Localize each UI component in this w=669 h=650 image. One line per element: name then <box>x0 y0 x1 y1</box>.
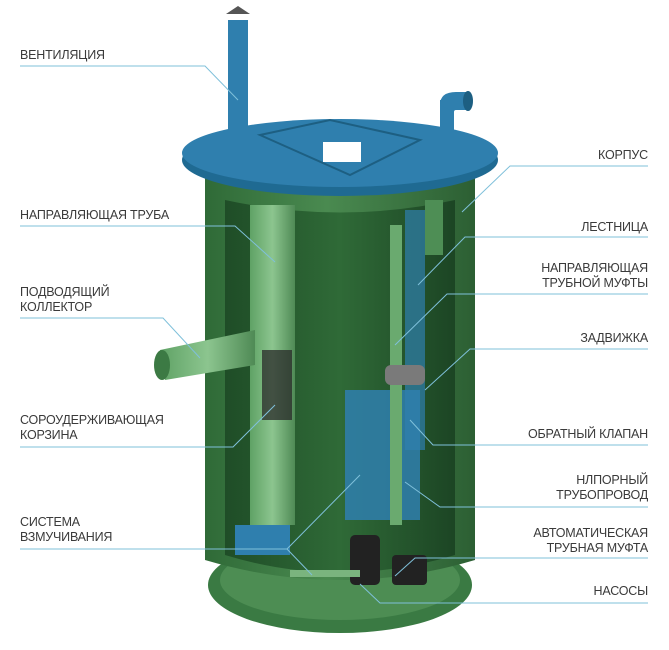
label-inlet-collector: ПОДВОДЯЩИЙ КОЛЛЕКТОР <box>20 285 110 315</box>
label-ventilation: ВЕНТИЛЯЦИЯ <box>20 48 105 62</box>
label-pumps: НАСОСЫ <box>593 584 649 598</box>
label-line: КОРЗИНА <box>20 428 78 442</box>
logo-plate <box>323 142 361 162</box>
tank-lid <box>182 6 498 196</box>
label-line: ВЗМУЧИВАНИЯ <box>20 530 113 544</box>
label-line: НАПРАВЛЯЮЩАЯ <box>541 261 648 275</box>
screen-basket <box>262 350 292 420</box>
vent-pipe <box>228 20 248 130</box>
label-line: ТРУБНОЙ МУФТЫ <box>542 276 648 290</box>
label-line: АВТОМАТИЧЕСКАЯ <box>533 526 648 540</box>
label-body: КОРПУС <box>598 148 648 162</box>
label-pressure-pipeline: НЛПОРНЫЙ ТРУБОПРОВОД <box>556 473 648 503</box>
label-line: ТРУБОПРОВОД <box>556 488 648 502</box>
pump <box>350 535 380 585</box>
label-line: НЛПОРНЫЙ <box>576 473 648 487</box>
leader-lines <box>20 65 648 604</box>
ladder <box>405 210 425 450</box>
label-line: ТРУБНАЯ МУФТА <box>546 541 649 555</box>
label-line: КОЛЛЕКТОР <box>20 300 93 314</box>
outlet-elbow <box>440 100 454 160</box>
valve <box>385 365 425 385</box>
label-line: ПОДВОДЯЩИЙ <box>20 285 110 299</box>
inlet-pipe <box>160 330 255 380</box>
label-check-valve: ОБРАТНЫЙ КЛАПАН <box>527 427 648 441</box>
label-agitation-system: СИСТЕМА ВЗМУЧИВАНИЯ <box>20 515 112 545</box>
label-screen-basket: СОРОУДЕРЖИВАЮЩАЯ КОРЗИНА <box>20 413 164 443</box>
label-coupling-guide: НАПРАВЛЯЮЩАЯ ТРУБНОЙ МУФТЫ <box>541 261 648 291</box>
label-guide-pipe: НАПРАВЛЯЮЩАЯ ТРУБА <box>20 208 169 222</box>
tank-body <box>154 160 475 585</box>
label-line: СОРОУДЕРЖИВАЮЩАЯ <box>20 413 164 427</box>
label-line: СИСТЕМА <box>20 515 80 529</box>
label-auto-coupling: АВТОМАТИЧЕСКАЯ ТРУБНАЯ МУФТА <box>533 526 648 556</box>
label-gate-valve: ЗАДВИЖКА <box>580 331 648 345</box>
label-ladder: ЛЕСТНИЦА <box>581 220 648 234</box>
